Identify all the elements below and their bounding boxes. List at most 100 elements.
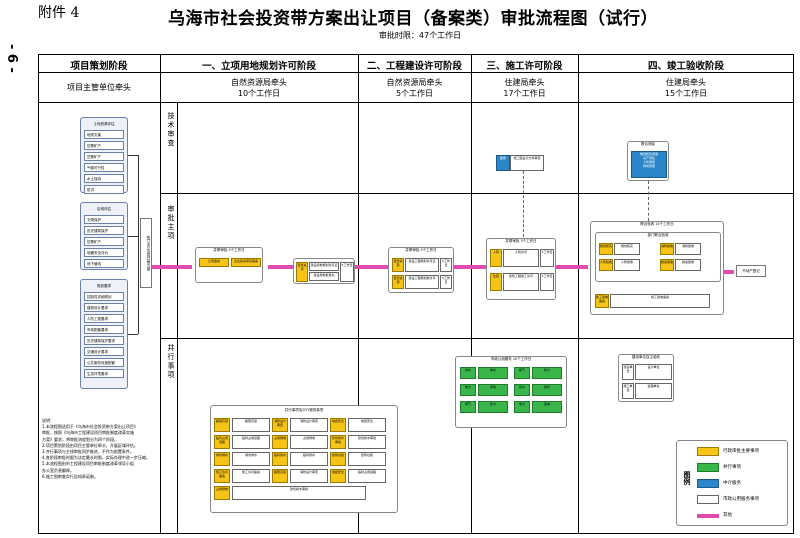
stage1-days: 5工作日 xyxy=(340,262,354,282)
connector-line xyxy=(523,171,524,237)
parallel-row: 施工许可备案 施工许可备案 超限高层 消防设计审查 地震安全 临时占用道路 xyxy=(214,469,396,483)
self-acceptance-party: 监理单位 xyxy=(635,383,672,399)
notes: 说明： 1.本流程图适用于《乌海市社会投资带方案出让项目》 审批，按照《乌海市工… xyxy=(42,418,150,479)
stage1-land-panel: 自然资源 建设用地规划许可证 建设用地批准书 5工作日 xyxy=(293,258,355,284)
approval-row-divider xyxy=(160,338,794,339)
stage-header-building-permit: 三、施工许可阶段 xyxy=(486,61,563,72)
stage4-joint-acceptance-panel: 联合验收 15个工作日 部门联合验收 规划核实 规划核实 消防验收 消防验收 人… xyxy=(590,221,724,315)
stage3-tech-dept: 图审 xyxy=(496,155,510,171)
stage2-days: 5工作日 xyxy=(440,258,452,272)
legend-title: 图例 xyxy=(683,471,691,485)
municipal-service: 供水 xyxy=(460,367,476,379)
stage2-item: 建设工程规划许可证 xyxy=(405,258,439,272)
self-acceptance-party: 建设单位 xyxy=(622,364,634,380)
connector-line xyxy=(138,155,139,334)
stage-divider xyxy=(471,54,472,534)
municipal-service: 热力 xyxy=(532,367,562,379)
stage-header-land: 一、立项用地规划许可阶段 xyxy=(201,61,316,72)
legend-swatch xyxy=(697,495,719,504)
acceptance-item: 规划核实 xyxy=(614,243,640,255)
planning-list-regional-evaluation: 区域评估 文物保护 历史建筑保护 压覆矿产 地震安全评价 地下管线 xyxy=(80,202,128,270)
annex-label: 附件 4 xyxy=(38,5,80,21)
stage3-tech-item: 施工图设计文件审查 xyxy=(510,155,544,171)
stage4-self-acceptance-panel: 建设单位自主验收 建设单位 设计单位 施工单位 监理单位 xyxy=(618,354,674,402)
flow-arrow xyxy=(556,265,588,269)
stage-header-acceptance: 四、竣工验收阶段 xyxy=(647,61,724,72)
stage-header-planning: 项目策划阶段 xyxy=(70,61,128,72)
row-label-approval: 审批主项 xyxy=(167,205,175,240)
property-registration: 不动产登记 xyxy=(736,265,766,277)
row-label-tech: 技术审查 xyxy=(167,112,175,147)
stage3-dept: 住建 xyxy=(490,273,502,291)
stage1-item: 建设用地规划许可证 xyxy=(309,262,339,271)
acceptance-item: 消防验收 xyxy=(660,243,674,255)
header-divider xyxy=(38,72,794,73)
row-label-divider xyxy=(177,102,178,534)
page-number: - 6 - xyxy=(4,44,19,73)
acceptance-filing-dept: 竣工验收备案 xyxy=(595,294,609,308)
legend-swatch xyxy=(697,447,719,456)
stage-lead-planning: 项目主管单位牵头 xyxy=(67,83,131,92)
municipal-service: 排水 xyxy=(532,384,562,396)
municipal-service: 通信 xyxy=(478,384,508,396)
acceptance-item: 档案验收 xyxy=(675,259,701,271)
flow-arrow xyxy=(450,265,486,269)
stage1-item: 企业投资项目备案 xyxy=(231,258,261,267)
stage3-item: 建筑工程施工许可 xyxy=(503,273,539,291)
stage1-item: 建设用地批准书 xyxy=(309,272,339,281)
parallel-rows: 超限高层 超限高层 消防设计审查 消防设计审查 地震安全 地震安全 临时占用道路… xyxy=(214,418,396,500)
stage2-joint-approval-panel: 并联审批 5个工作日 自然资源 建设工程规划许可证 5工作日 自然资源 建设工程… xyxy=(388,247,454,293)
acceptance-item: 档案验收 xyxy=(660,259,674,271)
acceptance-item: 人防验收 xyxy=(599,259,613,271)
self-acceptance-party: 设计单位 xyxy=(635,364,672,380)
parallel-row: 城市排水 城市排水 临时用水 临时用水 建筑垃圾 建筑垃圾 xyxy=(214,452,396,466)
municipal-service: 电力 xyxy=(460,384,476,396)
stage3-item: 人防许可 xyxy=(503,249,539,267)
stage4-joint-survey-panel: 联合测绘 规划核实测量 房产测绘 人防测量 绿地测量 xyxy=(627,141,669,181)
stage1-dept: 自然资源 xyxy=(296,262,308,282)
connector-line xyxy=(648,181,649,221)
planning-list-planning-requirements: 规划要求 控制性详细规划 建筑设计要求 人防工程要求 市政配套要求 历史建筑保护… xyxy=(80,279,128,389)
row-label-parallel: 并行事项 xyxy=(167,344,175,379)
lead-divider xyxy=(38,102,794,103)
stage3-dept: 人防 xyxy=(490,249,502,267)
joint-survey-items: 规划核实测量 房产测绘 人防测量 绿地测量 xyxy=(631,151,667,178)
stage2-item: 建设工程规划类许可 xyxy=(405,275,439,289)
stage1-joint-approval-panel: 并联审批 5个工作日 立项备案 企业投资项目备案 xyxy=(195,247,263,283)
acceptance-item: 消防验收 xyxy=(675,243,701,255)
tech-row-divider xyxy=(160,193,794,194)
stage2-days: 5工作日 xyxy=(440,275,452,289)
stage-divider xyxy=(160,54,161,534)
stage3-days: 3工作日 xyxy=(540,249,554,267)
connector-line xyxy=(128,155,138,156)
contract-box: 签订出让合同并带方案 xyxy=(140,218,152,288)
municipal-service: 供水 xyxy=(514,384,530,396)
stage-divider xyxy=(358,54,359,534)
parallel-row: 超限高层 超限高层 消防设计审查 消防设计审查 地震安全 地震安全 xyxy=(214,418,396,432)
connector-line xyxy=(128,236,138,237)
parallel-items-table: 并行事项及中介服务事项 超限高层 超限高层 消防设计审查 消防设计审查 地震安全… xyxy=(210,405,398,513)
legend-swatch xyxy=(697,514,719,518)
municipal-service: 热力 xyxy=(478,401,508,413)
stage3-days: 3工作日 xyxy=(540,273,554,291)
stage2-dept: 自然资源 xyxy=(392,275,404,289)
approval-time-limit: 审批时限：47个工作日 xyxy=(378,31,462,40)
stage3-municipal-services-panel: 市政公用服务 10个工作日 供水 排水 燃气 热力 电力 通信 供水 排水 燃气… xyxy=(455,356,567,428)
stage1-item: 立项备案 xyxy=(199,258,229,267)
flowchart-frame xyxy=(38,54,794,534)
legend: 图例 行政审批主要事项 并行事项 中介服务 市政公用服务事项 其他 xyxy=(676,440,788,526)
stage-divider xyxy=(578,54,579,534)
legend-swatch xyxy=(697,479,719,488)
page-title: 乌海市社会投资带方案出让项目（备案类）审批流程图（试行） xyxy=(168,9,658,29)
stage-header-construction-permit: 二、工程建设许可阶段 xyxy=(366,61,462,72)
municipal-service: 电力 xyxy=(514,401,530,413)
acceptance-item: 人防验收 xyxy=(614,259,640,271)
acceptance-item: 规划核实 xyxy=(599,243,613,255)
municipal-service: 排水 xyxy=(478,367,508,379)
dept-joint-acceptance: 部门联合验收 规划核实 规划核实 消防验收 消防验收 人防验收 人防验收 档案验… xyxy=(595,232,721,282)
flow-arrow xyxy=(152,265,192,269)
municipal-service: 通信 xyxy=(532,401,562,413)
